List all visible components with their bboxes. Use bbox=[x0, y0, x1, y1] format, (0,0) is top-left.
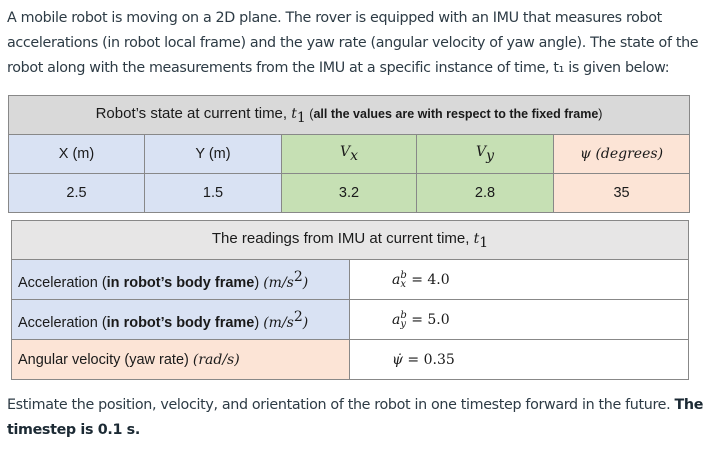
imu-table-title: The readings from IMU at current time, t… bbox=[10, 220, 690, 260]
robot-state-table: Robot’s state at current time, t1 (all t… bbox=[7, 95, 691, 213]
imu-label-accel-x: Acceleration (in robot’s body frame) (m/… bbox=[11, 259, 350, 300]
value-psi: 35 bbox=[552, 173, 691, 213]
imu-label-yaw-rate: Angular velocity (yaw rate) (rad/s) bbox=[11, 339, 350, 380]
header-psi: ψ (degrees) bbox=[552, 134, 691, 174]
problem-intro: A mobile robot is moving on a 2D plane. … bbox=[7, 6, 719, 81]
value-x: 2.5 bbox=[8, 173, 145, 213]
imu-value-yaw-rate: ψ̇ = 0.35 bbox=[348, 339, 690, 380]
intro-text: A mobile robot is moving on a 2D plane. … bbox=[7, 10, 699, 76]
imu-label-accel-y: Acceleration (in robot’s body frame) (m/… bbox=[11, 299, 350, 340]
timestep-note: The timestep is 0.1 s. bbox=[7, 397, 704, 438]
problem-question: Estimate the position, velocity, and ori… bbox=[7, 393, 719, 443]
value-y: 1.5 bbox=[144, 173, 282, 213]
header-vx: Vx bbox=[281, 134, 417, 174]
state-table-title: Robot’s state at current time, t1 (all t… bbox=[7, 95, 691, 135]
fixed-frame-note: all the values are with respect to the f… bbox=[313, 106, 599, 121]
value-vx: 3.2 bbox=[281, 173, 417, 213]
header-x: X (m) bbox=[8, 134, 145, 174]
question-text: Estimate the position, velocity, and ori… bbox=[7, 397, 675, 413]
imu-readings-table: The readings from IMU at current time, t… bbox=[10, 220, 690, 380]
value-vy: 2.8 bbox=[416, 173, 554, 213]
header-vy: Vy bbox=[416, 134, 554, 174]
header-y: Y (m) bbox=[144, 134, 282, 174]
